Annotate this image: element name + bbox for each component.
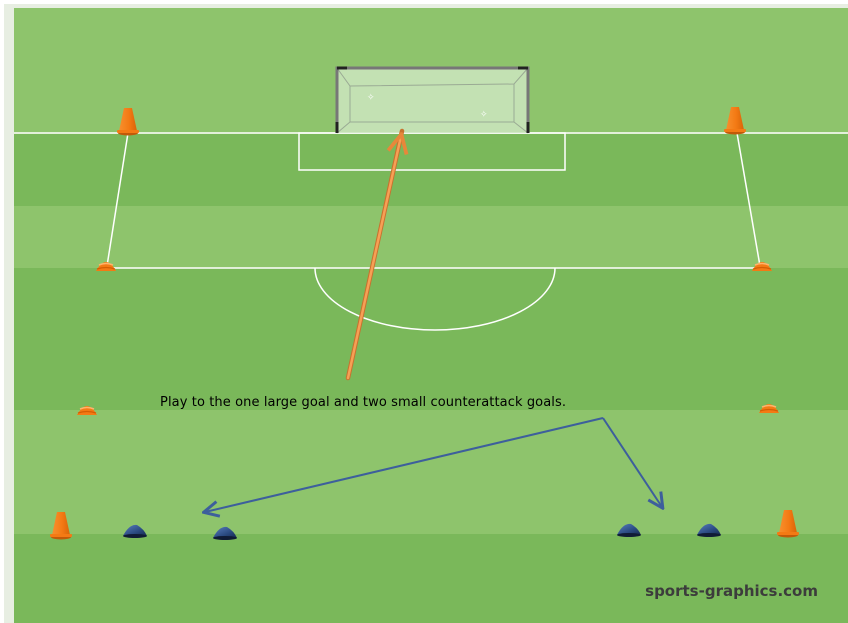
orange-arrow (345, 128, 402, 381)
blue-disc-cone-icon (123, 524, 147, 538)
large-goal-icon: ✧ ✧ (335, 66, 530, 134)
blue-arrows (205, 417, 662, 512)
blue-disc-cone-icon (697, 523, 721, 537)
svg-text:✧: ✧ (367, 93, 375, 103)
svg-text:✧: ✧ (480, 110, 488, 120)
blue-arrow-right (602, 417, 662, 507)
blue-disc-cone-icon (617, 523, 641, 537)
grass (14, 8, 848, 623)
orange-flat-cone-icon (759, 404, 779, 413)
orange-flat-cone-icon (77, 406, 97, 415)
blue-disc-cone-icon (213, 526, 237, 540)
right-channel-line (736, 132, 761, 267)
left-channel-line (106, 132, 129, 267)
orange-tall-cone-icon (50, 512, 72, 540)
watermark-logo: sports-graphics.com (645, 582, 818, 600)
orange-tall-cone-icon (117, 108, 139, 136)
orange-tall-cone-icon (724, 107, 746, 135)
instruction-text: Play to the one large goal and two small… (160, 395, 567, 410)
blue-arrow-left (205, 417, 604, 512)
penalty-arc (314, 267, 556, 331)
orange-flat-cone-icon (96, 262, 116, 271)
orange-tall-cone-icon (777, 510, 799, 538)
orange-flat-cone-icon (752, 262, 772, 271)
